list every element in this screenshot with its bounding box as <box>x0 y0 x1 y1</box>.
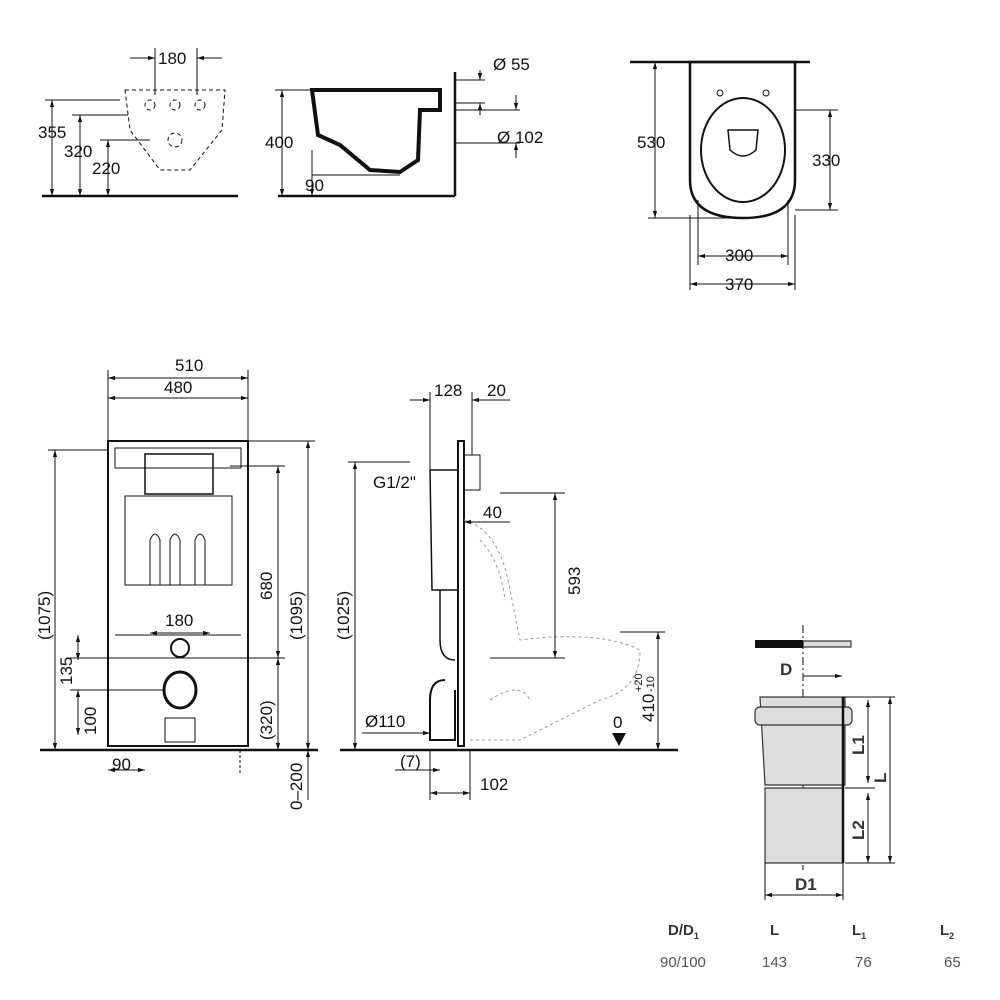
dim-102-frame: 102 <box>480 775 508 794</box>
dim-355: 355 <box>38 123 66 142</box>
dim-530: 530 <box>637 133 665 152</box>
table-cell-l: 143 <box>762 954 787 971</box>
dim-180-frame: 180 <box>165 611 193 630</box>
dim-1095: (1095) <box>287 591 306 640</box>
dim-20: 20 <box>487 381 506 400</box>
frame-side-view: 128 20 G1/2" 40 (1025) 593 410 +20 -10 0… <box>334 381 678 800</box>
pipe-adapter-drawing: D L1 L L2 D1 <box>754 625 895 900</box>
table-cell-d-d1: 90/100 <box>660 954 706 971</box>
dim-90: 90 <box>305 176 324 195</box>
label-l1: L1 <box>849 735 868 755</box>
bowl-side-view: Ø 55 400 Ø 102 90 <box>265 55 543 198</box>
table-header-l1: L1 <box>852 922 866 941</box>
dim-300: 300 <box>725 246 753 265</box>
label-d1: D1 <box>795 875 817 894</box>
dim-dia-102: Ø 102 <box>497 128 543 147</box>
dim-680: 680 <box>257 572 276 600</box>
dim-100: 100 <box>81 707 100 735</box>
label-d: D <box>780 660 792 679</box>
bowl-top-view: 530 330 300 370 <box>630 60 840 294</box>
dim-370: 370 <box>725 275 753 294</box>
table-cell-l2: 65 <box>944 954 961 971</box>
dim-7: (7) <box>400 752 421 771</box>
dim-1075: (1075) <box>35 591 54 640</box>
dim-480: 480 <box>164 378 192 397</box>
dim-0-200: 0–200 <box>287 763 306 810</box>
floor-level-0: 0 <box>613 713 622 732</box>
table-header-l2: L2 <box>940 922 954 941</box>
table-cell-l1: 76 <box>855 954 872 971</box>
dim-1025: (1025) <box>334 591 353 640</box>
dim-220: 220 <box>92 159 120 178</box>
tolerance-minus: -10 <box>645 676 657 692</box>
pipe-dimension-table: D/D1 L L1 L2 90/100 143 76 65 <box>660 922 961 971</box>
dim-320: 320 <box>64 142 92 161</box>
table-header-l: L <box>770 922 779 939</box>
dim-135: 135 <box>57 657 76 685</box>
label-l2: L2 <box>849 820 868 840</box>
tolerance-plus: +20 <box>633 673 645 692</box>
dim-330: 330 <box>812 151 840 170</box>
dim-410: 410 <box>639 694 658 722</box>
frame-front-view: 510 480 (1075) 680 (1095) 180 135 100 (3… <box>35 356 318 810</box>
dim-90-frame: 90 <box>112 755 131 774</box>
thread-g-1-2: G1/2" <box>373 473 416 492</box>
dim-180: 180 <box>158 49 186 68</box>
dim-510: 510 <box>175 356 203 375</box>
dim-dia-110: Ø110 <box>365 712 405 731</box>
dim-40: 40 <box>483 503 502 522</box>
dim-128: 128 <box>434 381 462 400</box>
bowl-front-view: 180 355 320 220 <box>38 48 238 198</box>
dim-320-frame: (320) <box>257 700 276 740</box>
table-header-d-d1: D/D1 <box>668 922 699 941</box>
dim-593: 593 <box>565 567 584 595</box>
label-l: L <box>871 773 890 783</box>
dim-dia-55: Ø 55 <box>493 55 530 74</box>
dim-400: 400 <box>265 133 293 152</box>
